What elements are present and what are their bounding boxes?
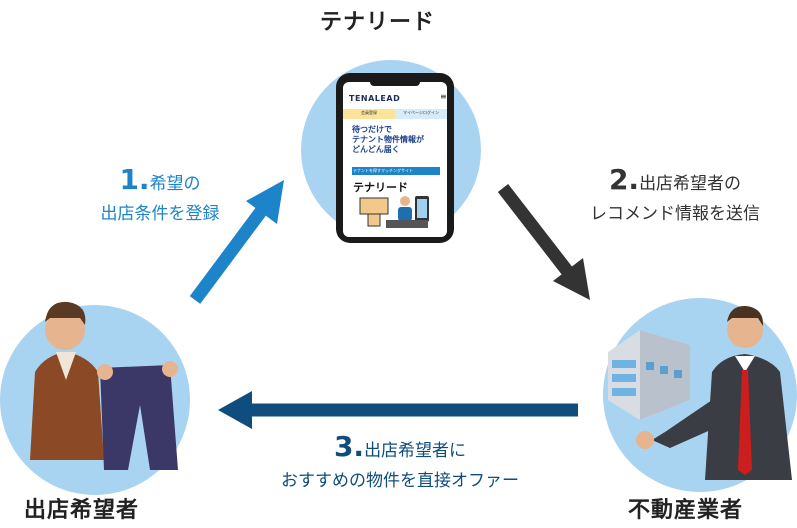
shop-person-illustration: [30, 301, 178, 470]
step3-line2: おすすめの物件を直接オファー: [281, 471, 519, 491]
step2-line2: レコメンド情報を送信: [590, 204, 760, 224]
phone-tab-mypage: マイページログイン: [403, 110, 439, 115]
step2-label: 2.出店希望者の レコメンド情報を送信: [560, 165, 790, 229]
arrow-step3: [218, 391, 578, 429]
phone-headline-line2: テナント物件情報が: [352, 135, 424, 144]
smartphone-illustration: [336, 73, 454, 243]
phone-notch: [370, 78, 420, 86]
step3-label: 3.出店希望者に おすすめの物件を直接オファー: [250, 432, 550, 496]
arrow-step1: [189, 180, 284, 304]
phone-logo: TENALEAD: [349, 94, 401, 103]
step1-label: 1.希望の 出店条件を登録: [45, 165, 275, 229]
arrow-step2: [497, 184, 590, 300]
step1-line2: 出店条件を登録: [100, 204, 220, 224]
step3-number: 3.: [333, 430, 365, 463]
platform-title: テナリード: [320, 10, 436, 35]
step3-line1: 出店希望者に: [364, 441, 467, 461]
agent-illustration: [608, 305, 792, 480]
phone-headline-line1: 待つだけで: [352, 125, 392, 134]
agent-title: 不動産業者: [628, 498, 744, 523]
step1-number: 1.: [119, 163, 150, 196]
phone-brand: テナリード: [353, 181, 408, 194]
shop-title: 出店希望者: [24, 498, 140, 523]
step2-line1: 出店希望者の: [639, 174, 742, 194]
phone-headline-line3: どんどん届く: [352, 145, 400, 154]
phone-tab-register: 会員登録: [361, 110, 377, 115]
phone-tagline: テナントを探すマッチングサイト: [353, 168, 413, 173]
phone-headline: 待つだけで テナント物件情報が どんどん届く: [352, 125, 424, 155]
phone-menu-icon: ≡: [440, 92, 447, 101]
step2-number: 2.: [608, 163, 640, 196]
step1-line1: 希望の: [149, 174, 201, 194]
